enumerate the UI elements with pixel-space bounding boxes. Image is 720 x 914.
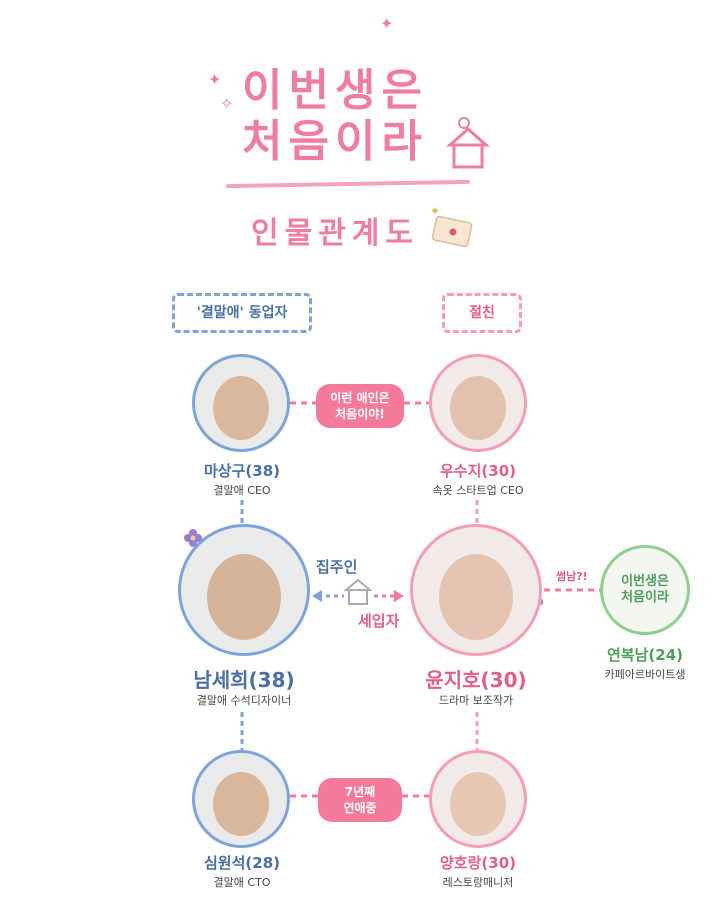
star-icon: ✦ <box>208 70 222 89</box>
name-nam-sehee: 남세희(38) <box>193 668 295 692</box>
name-yeon-boknam: 연복남(24) <box>607 646 683 664</box>
label-crush: 썸남?! <box>556 570 588 583</box>
portrait-placeholder <box>213 376 269 440</box>
portrait-placeholder <box>450 376 506 440</box>
arrow-left-head <box>312 590 322 602</box>
role-yoon-jiho: 드라마 보조작가 <box>438 694 514 707</box>
star-icon: ✦ <box>430 204 441 218</box>
avatar-yoon-jiho <box>410 524 542 656</box>
group-label-best-friends: 절친 <box>442 293 522 333</box>
avatar-ma-sanggu <box>192 354 290 452</box>
house-icon <box>343 578 373 605</box>
relation-pill-first-love: 이런 애인은 처음이야! <box>316 384 404 428</box>
logo-title-line2: 처음이라 <box>242 116 428 167</box>
page-subtitle: 인물관계도 <box>251 216 419 251</box>
pill-line: 처음이야! <box>335 407 385 421</box>
name-woo-suji: 우수지(30) <box>440 462 516 480</box>
arrow-right-head <box>394 590 404 602</box>
placeholder-logo-line2: 처음이라 <box>621 590 669 605</box>
role-sim-wonseok: 결말애 CTO <box>213 876 271 889</box>
avatar-nam-sehee <box>178 524 310 656</box>
house-logo-icon <box>446 117 490 169</box>
portrait-placeholder <box>213 772 269 836</box>
name-ma-sanggu: 마상구(38) <box>204 462 280 480</box>
pill-line: 7년째 <box>344 785 376 799</box>
logo-title-line1: 이번생은 <box>242 65 428 116</box>
avatar-sim-wonseok <box>192 750 290 848</box>
role-nam-sehee: 결말애 수석디자이너 <box>196 694 292 707</box>
portrait-placeholder <box>207 554 281 640</box>
role-yeon-boknam: 카페아르바이트생 <box>604 668 686 681</box>
star-icon: ✦ <box>380 14 394 33</box>
portrait-placeholder <box>439 554 513 640</box>
avatar-yeon-boknam: 이번생은 처음이라 <box>600 545 690 635</box>
role-yang-horang: 레스토랑매니저 <box>442 876 514 889</box>
pill-line: 이런 애인은 <box>330 391 390 405</box>
pill-line: 연애중 <box>343 801 377 815</box>
envelope-icon <box>431 215 473 248</box>
relation-pill-dating: 7년째 연애중 <box>318 778 402 822</box>
placeholder-logo-line1: 이번생은 <box>621 574 669 589</box>
group-label-partners: '결말애' 동업자 <box>172 293 312 333</box>
label-tenant: 세입자 <box>358 612 400 630</box>
avatar-woo-suji <box>429 354 527 452</box>
name-yoon-jiho: 윤지호(30) <box>425 668 527 692</box>
portrait-placeholder <box>450 772 506 836</box>
name-sim-wonseok: 심원석(28) <box>204 854 280 872</box>
name-yang-horang: 양호랑(30) <box>440 854 516 872</box>
role-ma-sanggu: 결말애 CEO <box>213 484 271 497</box>
avatar-yang-horang <box>429 750 527 848</box>
role-woo-suji: 속옷 스타트업 CEO <box>432 484 524 497</box>
label-landlord: 집주인 <box>316 558 358 576</box>
star-icon: ✧ <box>220 94 234 113</box>
